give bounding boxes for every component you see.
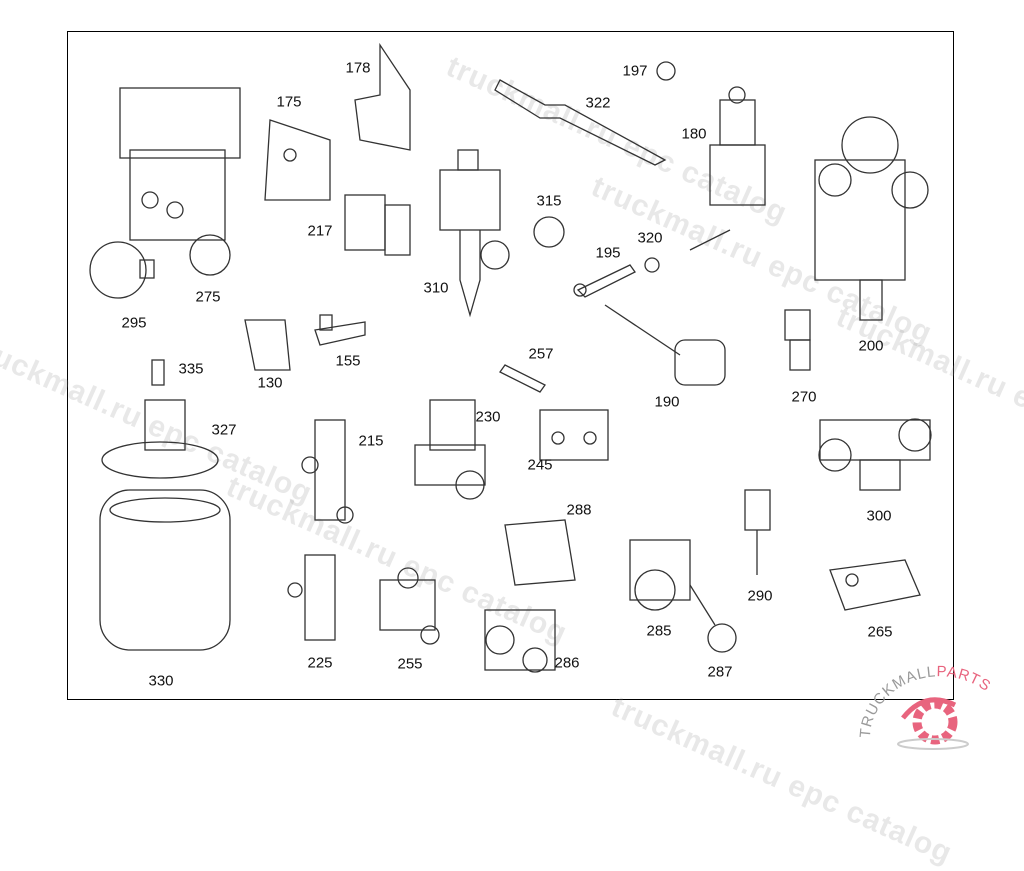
callout-label: 130 bbox=[257, 374, 283, 392]
callout-label: 270 bbox=[791, 388, 817, 406]
callout-label: 175 bbox=[276, 93, 302, 111]
callout-label: 195 bbox=[595, 244, 621, 262]
callout-label: 245 bbox=[527, 456, 553, 474]
part-275 bbox=[119, 87, 241, 276]
part-197 bbox=[656, 61, 676, 81]
part-155 bbox=[314, 314, 366, 346]
part-130 bbox=[244, 319, 291, 371]
callout-label: 215 bbox=[358, 432, 384, 450]
part-200 bbox=[814, 116, 929, 321]
callout-label: 287 bbox=[707, 663, 733, 681]
part-225 bbox=[287, 554, 336, 641]
part-255 bbox=[379, 567, 440, 645]
callout-label: 190 bbox=[654, 393, 680, 411]
callout-label: 335 bbox=[178, 360, 204, 378]
part-322 bbox=[494, 79, 667, 166]
part-335 bbox=[151, 359, 165, 386]
part-295 bbox=[89, 241, 155, 299]
callout-label: 255 bbox=[397, 655, 423, 673]
callout-label: 320 bbox=[637, 229, 663, 247]
callout-label: 178 bbox=[345, 59, 371, 77]
callout-label: 327 bbox=[211, 421, 237, 439]
callout-label: 288 bbox=[566, 501, 592, 519]
part-190 bbox=[604, 304, 726, 386]
part-180 bbox=[689, 86, 766, 251]
part-270 bbox=[784, 309, 811, 371]
part-217 bbox=[344, 194, 411, 256]
callout-label: 330 bbox=[148, 672, 174, 690]
callout-label: 286 bbox=[554, 654, 580, 672]
callout-label: 155 bbox=[335, 352, 361, 370]
part-215 bbox=[301, 419, 354, 524]
part-327 bbox=[101, 399, 219, 479]
callout-label: 310 bbox=[423, 279, 449, 297]
part-310 bbox=[439, 149, 510, 318]
callout-label: 290 bbox=[747, 587, 773, 605]
part-245 bbox=[539, 409, 609, 461]
truckmallparts-logo: TRUCKMALLPARTS bbox=[857, 663, 993, 750]
part-288 bbox=[504, 519, 576, 586]
callout-label: 295 bbox=[121, 314, 147, 332]
part-265 bbox=[829, 559, 921, 611]
callout-label: 265 bbox=[867, 623, 893, 641]
parts-drawing bbox=[89, 42, 932, 673]
part-257 bbox=[499, 364, 546, 393]
part-178 bbox=[354, 42, 411, 151]
callout-label: 197 bbox=[622, 62, 648, 80]
callout-label: 180 bbox=[681, 125, 707, 143]
part-290 bbox=[744, 489, 771, 575]
part-315 bbox=[533, 216, 565, 248]
part-195 bbox=[573, 264, 636, 298]
part-287 bbox=[707, 623, 737, 653]
callout-label: 217 bbox=[307, 222, 333, 240]
callout-label: 257 bbox=[528, 345, 554, 363]
part-285 bbox=[629, 539, 716, 626]
part-175 bbox=[264, 119, 331, 201]
callout-label: 285 bbox=[646, 622, 672, 640]
callout-label: 225 bbox=[307, 654, 333, 672]
part-320 bbox=[644, 257, 660, 273]
part-230 bbox=[414, 399, 486, 500]
callout-label: 275 bbox=[195, 288, 221, 306]
callout-label: 322 bbox=[585, 94, 611, 112]
part-286 bbox=[484, 609, 556, 673]
callout-label: 230 bbox=[475, 408, 501, 426]
diagram-frame bbox=[67, 31, 954, 700]
part-330 bbox=[99, 489, 231, 651]
callout-label: 315 bbox=[536, 192, 562, 210]
callout-label: 300 bbox=[866, 507, 892, 525]
callout-label: 200 bbox=[858, 337, 884, 355]
part-300 bbox=[818, 418, 932, 491]
